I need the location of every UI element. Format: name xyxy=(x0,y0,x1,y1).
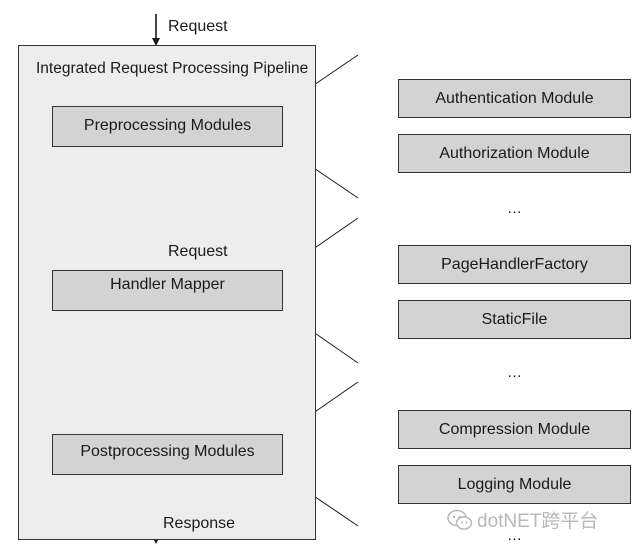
preprocessing-modules-label: Preprocessing Modules xyxy=(83,117,252,134)
module-label: Authentication Module xyxy=(435,90,594,107)
module-label: Compression Module xyxy=(438,421,591,438)
authentication-module-box: Authentication Module xyxy=(398,79,631,118)
module-label: StaticFile xyxy=(481,311,548,328)
module-label: Logging Module xyxy=(457,476,572,493)
postprocessing-modules-label: Postprocessing Modules xyxy=(80,443,255,460)
ellipsis-3: … xyxy=(507,527,523,544)
logging-module-box: Logging Module xyxy=(398,465,631,504)
authorization-module-box: Authorization Module xyxy=(398,134,631,173)
ellipsis-1: … xyxy=(507,200,523,217)
pipeline-title: Integrated Request Processing Pipeline xyxy=(36,60,309,77)
module-label: PageHandlerFactory xyxy=(441,256,588,273)
response-label: Response xyxy=(163,515,236,532)
preprocessing-modules-box: Preprocessing Modules xyxy=(52,106,283,147)
module-label: Authorization Module xyxy=(439,145,590,162)
ellipsis-2: … xyxy=(507,364,523,381)
compression-module-box: Compression Module xyxy=(398,410,631,449)
handler-mapper-box: Handler Mapper xyxy=(52,270,283,311)
watermark-text: dotNET跨平台 xyxy=(477,511,599,532)
handler-mapper-label: Handler Mapper xyxy=(110,276,225,293)
page-handler-factory-box: PageHandlerFactory xyxy=(398,245,631,284)
static-file-box: StaticFile xyxy=(398,300,631,339)
wechat-icon xyxy=(447,509,473,530)
watermark: dotNET跨平台 xyxy=(447,506,598,533)
postprocessing-modules-box: Postprocessing Modules xyxy=(52,434,283,475)
request-label: Request xyxy=(168,18,228,35)
handler-request-label: Request xyxy=(168,243,228,260)
